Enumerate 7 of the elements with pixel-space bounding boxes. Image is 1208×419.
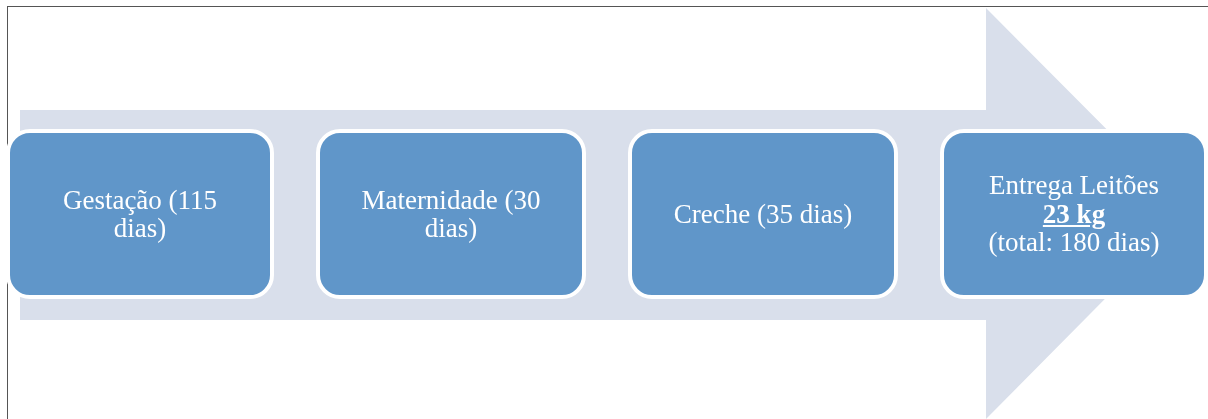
stage-box	[6, 129, 274, 299]
stage-label: Creche (35 dias)	[673, 199, 853, 229]
stage-box	[316, 129, 586, 299]
stage-box	[628, 129, 898, 299]
stage-label: Maternidade (30 dias)	[361, 185, 541, 243]
stage-label: Gestação (115 dias)	[61, 185, 219, 243]
stage-label: Entrega Leitões 23 kg (total: 180 dias)	[988, 171, 1160, 257]
